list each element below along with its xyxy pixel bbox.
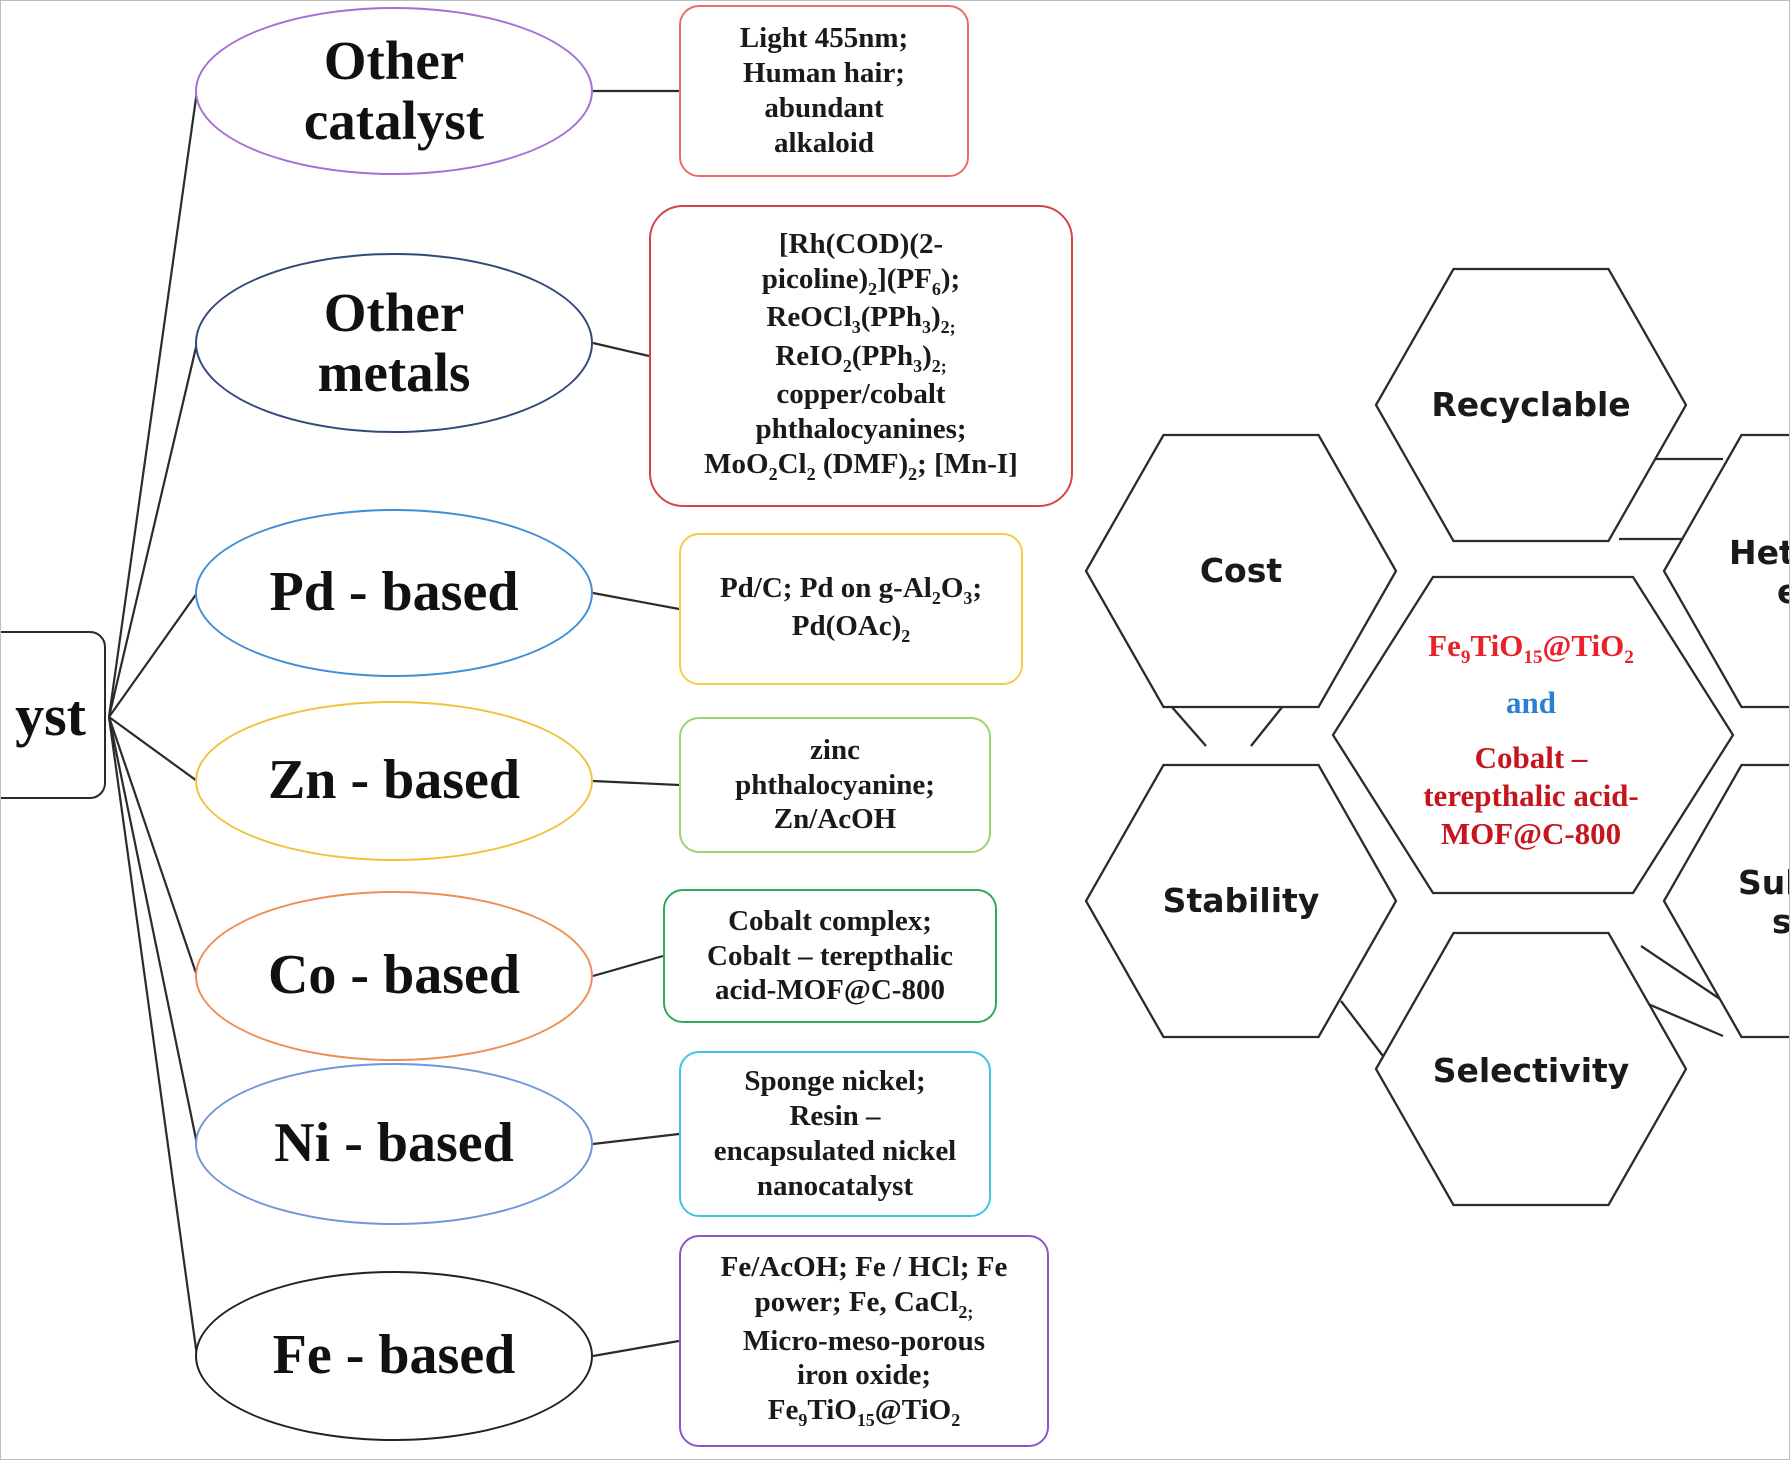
hex-link-selectivity-right-2 — [1640, 999, 1724, 1038]
center-line-cobalt: Cobalt – — [1474, 740, 1588, 776]
details-line: Light 455nm; — [739, 22, 909, 55]
connector-pd-based-to-details — [592, 591, 680, 611]
category-oval-other-metals: Other metals — [195, 253, 593, 433]
connector-root-to-co-based — [107, 716, 199, 977]
hex-label-selectivity: Selectivity — [1432, 1051, 1630, 1090]
details-line: Pd(OAc)2 — [791, 610, 911, 646]
details-line: ReOCl3(PPh3)2; — [766, 301, 956, 338]
details-line: Fe/AcOH; Fe / HCl; Fe — [720, 1251, 1008, 1284]
hex-recyclable — [1374, 267, 1688, 543]
hex-center-label: Fe9TiO15@TiO2 and Cobalt – terepthalic a… — [1341, 627, 1721, 853]
details-line: Fe9TiO15@TiO2 — [767, 1394, 961, 1430]
details-line: Pd/C; Pd on g-Al2O3; — [719, 571, 983, 608]
details-box-other-metals: [Rh(COD)(2-picoline)2](PF6);ReOCl3(PPh3)… — [649, 205, 1073, 507]
hex-right-bottom — [1662, 763, 1789, 1039]
details-line: copper/cobalt — [776, 377, 946, 410]
category-oval-ni-based: Ni - based — [195, 1063, 593, 1225]
connector-root-to-other-catalyst — [107, 90, 199, 718]
connector-root-to-fe-based — [107, 716, 199, 1357]
hex-link-cost-stability-2 — [1250, 705, 1284, 747]
connector-root-to-other-metals — [107, 342, 199, 718]
hex-center — [1331, 575, 1735, 895]
details-line: abundant — [764, 92, 884, 124]
details-line: Human hair; — [743, 57, 905, 90]
connector-fe-based-to-details — [592, 1339, 680, 1358]
category-oval-other-catalyst: Other catalyst — [195, 7, 593, 175]
hex-label-right-bottom: Sub s — [1738, 863, 1790, 941]
center-line-mof: MOF@C-800 — [1440, 816, 1622, 852]
details-line: encapsulated nickel — [713, 1135, 957, 1167]
root-node: yst — [1, 631, 106, 799]
category-oval-fe-based: Fe - based — [195, 1271, 593, 1441]
hex-link-selectivity-right — [1640, 945, 1724, 1002]
center-line-fe-tio: Fe9TiO15@TiO2 — [1428, 628, 1634, 669]
connector-root-to-ni-based — [107, 716, 199, 1145]
details-line: Sponge nickel; — [744, 1065, 926, 1098]
category-oval-co-based: Co - based — [195, 891, 593, 1061]
details-line: Micro-meso-porous — [742, 1324, 986, 1357]
details-line: phthalocyanines; — [755, 412, 967, 445]
hex-label-cost: Cost — [1199, 551, 1283, 590]
details-line: Zn/AcOH — [773, 803, 897, 836]
hex-label-right-top: Het e — [1729, 533, 1790, 611]
center-line-terepthalic: terepthalic acid- — [1423, 778, 1639, 814]
hex-link-stability-selectivity — [1340, 1000, 1384, 1057]
details-line: Cobalt – terepthalic — [707, 939, 953, 972]
hex-link-cost-stability — [1170, 705, 1207, 747]
details-line: [Rh(COD)(2- — [778, 228, 944, 261]
details-box-pd-based: Pd/C; Pd on g-Al2O3;Pd(OAc)2 — [679, 533, 1023, 685]
details-line: nanocatalyst — [756, 1169, 914, 1202]
details-line: Resin – — [789, 1100, 881, 1133]
details-line: power; Fe, CaCl2; — [754, 1286, 974, 1323]
hex-label-recyclable: Recyclable — [1431, 385, 1631, 424]
details-line: zinc — [810, 733, 860, 766]
hex-cost — [1084, 433, 1398, 709]
details-line: ReIO2(PPh3)2; — [775, 339, 947, 376]
details-line: iron oxide; — [797, 1359, 931, 1392]
connector-co-based-to-details — [592, 954, 664, 978]
connector-root-to-pd-based — [108, 592, 198, 718]
details-line: picoline)2](PF6); — [761, 262, 961, 299]
details-line: alkaloid — [774, 126, 874, 159]
hex-stability — [1084, 763, 1398, 1039]
hex-label-stability: Stability — [1162, 881, 1320, 920]
connector-root-to-zn-based — [108, 716, 198, 782]
category-oval-zn-based: Zn - based — [195, 701, 593, 861]
hex-right-top — [1662, 433, 1789, 709]
hex-selectivity — [1374, 931, 1688, 1207]
details-line: Cobalt complex; — [728, 904, 932, 937]
details-line: acid-MOF@C-800 — [715, 974, 945, 1007]
category-oval-pd-based: Pd - based — [195, 509, 593, 677]
details-line: phthalocyanine; — [735, 768, 935, 801]
details-box-ni-based: Sponge nickel;Resin –encapsulated nickel… — [679, 1051, 991, 1217]
connector-other-metals-to-details — [592, 341, 650, 358]
details-line: MoO2Cl2 (DMF)2; [Mn-I] — [704, 447, 1018, 484]
center-line-and: and — [1506, 684, 1556, 720]
connector-ni-based-to-details — [592, 1132, 680, 1146]
connector-zn-based-to-details — [592, 779, 680, 787]
root-node-label: yst — [15, 682, 86, 748]
